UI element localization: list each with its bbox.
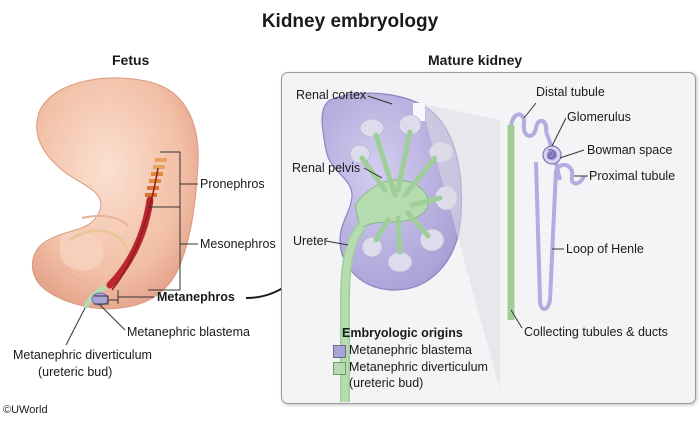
legend-swatch-blastema	[333, 345, 346, 358]
mature-kidney-heading: Mature kidney	[428, 52, 523, 68]
label-pronephros: Pronephros	[200, 177, 265, 191]
label-metanephric-diverticulum: Metanephric diverticulum	[13, 348, 152, 362]
label-loop-of-henle: Loop of Henle	[566, 242, 644, 256]
nephron-illustration	[507, 112, 586, 320]
label-metanephros: Metanephros	[157, 290, 235, 304]
legend-label-diverticulum: Metanephric diverticulum	[349, 360, 488, 374]
fetus-body	[32, 77, 199, 310]
legend-label-blastema: Metanephric blastema	[349, 343, 472, 357]
label-renal-cortex: Renal cortex	[296, 88, 367, 102]
kidney-illustration	[321, 92, 463, 402]
fetus-heading: Fetus	[112, 52, 150, 68]
legend-label-ureteric-bud: (ureteric bud)	[349, 376, 424, 390]
label-distal-tubule: Distal tubule	[536, 85, 605, 99]
label-renal-pelvis: Renal pelvis	[292, 161, 361, 175]
page-title: Kidney embryology	[261, 11, 439, 32]
credit-text: ©UWorld	[3, 404, 48, 416]
label-metanephric-blastema: Metanephric blastema	[127, 325, 250, 339]
label-mesonephros: Mesonephros	[200, 237, 276, 251]
label-ureteric-bud: (ureteric bud)	[38, 365, 113, 379]
label-proximal-tubule: Proximal tubule	[589, 169, 676, 183]
label-ureter: Ureter	[293, 234, 328, 248]
legend-swatch-ureteric-bud	[333, 362, 346, 375]
fetus-label-brackets	[65, 151, 198, 346]
label-collecting-tubules: Collecting tubules & ducts	[524, 325, 668, 339]
label-glomerulus: Glomerulus	[567, 110, 631, 124]
zoom-wedge	[424, 104, 500, 390]
legend-title: Embryologic origins	[342, 326, 463, 340]
mature-leader-lines	[325, 95, 588, 329]
label-bowman-space: Bowman space	[587, 143, 673, 157]
